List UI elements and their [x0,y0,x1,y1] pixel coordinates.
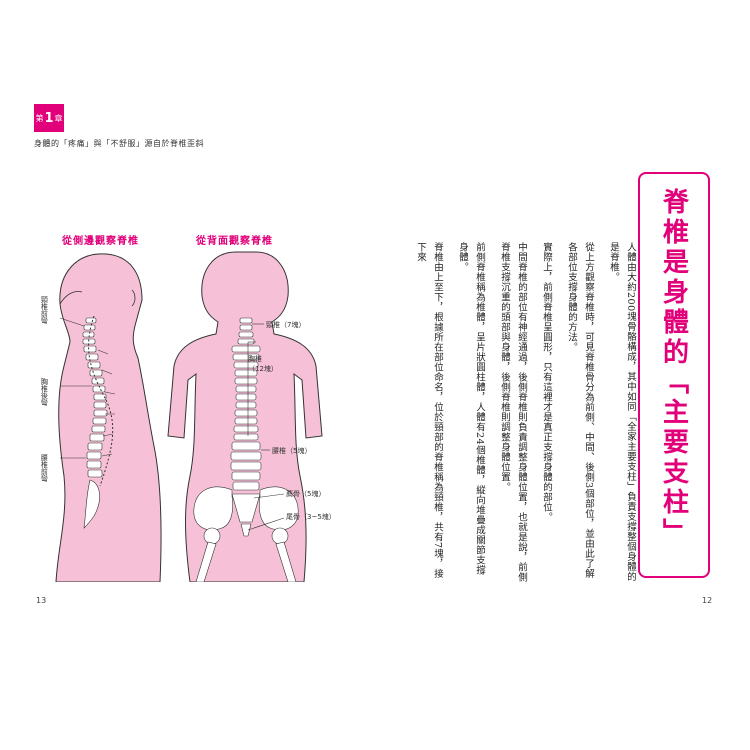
body-paragraph: 人體由大約200塊骨骼構成，其中如同「全家主要支柱」負責支撐整個身體的是脊椎。 [608,242,636,582]
page-number-left: 13 [36,596,47,605]
section-title-box: 脊椎是身體的「主要支柱」 [638,172,710,578]
side-view-body [55,253,162,582]
body-paragraph: 脊椎由上至下，根據所在部位命名，位於頸部的脊椎稱為頸椎，共有7塊，接下來 [415,242,443,579]
back-label-sacrum: 薦骨（5塊） [286,490,326,498]
side-view-spine [82,317,116,529]
spine-illustration [55,251,323,582]
body-paragraph: 從上方觀察脊椎時，可見脊椎骨分為前側、中間、後側3個部位，並由此了解各部位支撐身… [566,242,594,579]
back-label-thoracic-count: （12塊） [248,365,278,373]
body-paragraph: 前側脊椎稱為椎體，呈片狀圓柱體，人體有24個椎體，縱向堆疊成關節支撐身體。 [457,242,485,576]
body-paragraph: 實際上，前側脊椎呈圓形，只有這裡才是真正支撐身體的部位。 [541,242,552,522]
side-curve-line [88,315,114,487]
chapter-number: 1 [44,110,54,126]
body-paragraph: 中間脊椎的部位有神經通過，後側脊椎則負責調整身體位置，也就是說，前側脊椎支撐沉重… [499,242,527,582]
side-label-lumbar: 腰椎前彎 [40,454,49,482]
back-label-lumbar: 腰椎（5塊） [272,447,312,455]
figure-side-title: 從側邊觀察脊椎 [62,236,139,247]
back-label-thoracic: 胸椎 [248,355,262,363]
side-label-thoracic: 胸椎後彎 [40,378,49,406]
back-label-cervical: 頸椎（7塊） [266,321,306,329]
chapter-suffix: 章 [54,113,63,123]
chapter-prefix: 第 [35,113,44,123]
chapter-subtitle: 身體的「疼痛」與「不舒服」源自於脊椎歪斜 [34,139,204,148]
leader-lines [59,317,285,531]
figure-back-title: 從背面觀察脊椎 [196,236,273,247]
back-view-spine [193,317,299,582]
body-text: 人體由大約200塊骨骼構成，其中如同「全家主要支柱」負責支撐整個身體的是脊椎。 … [404,242,639,582]
side-label-cervical: 頸椎前彎 [40,296,49,324]
page-number-right: 12 [702,596,713,605]
back-label-coccyx: 尾骨（3~5塊） [286,513,336,521]
section-title: 脊椎是身體的「主要支柱」 [658,188,689,548]
